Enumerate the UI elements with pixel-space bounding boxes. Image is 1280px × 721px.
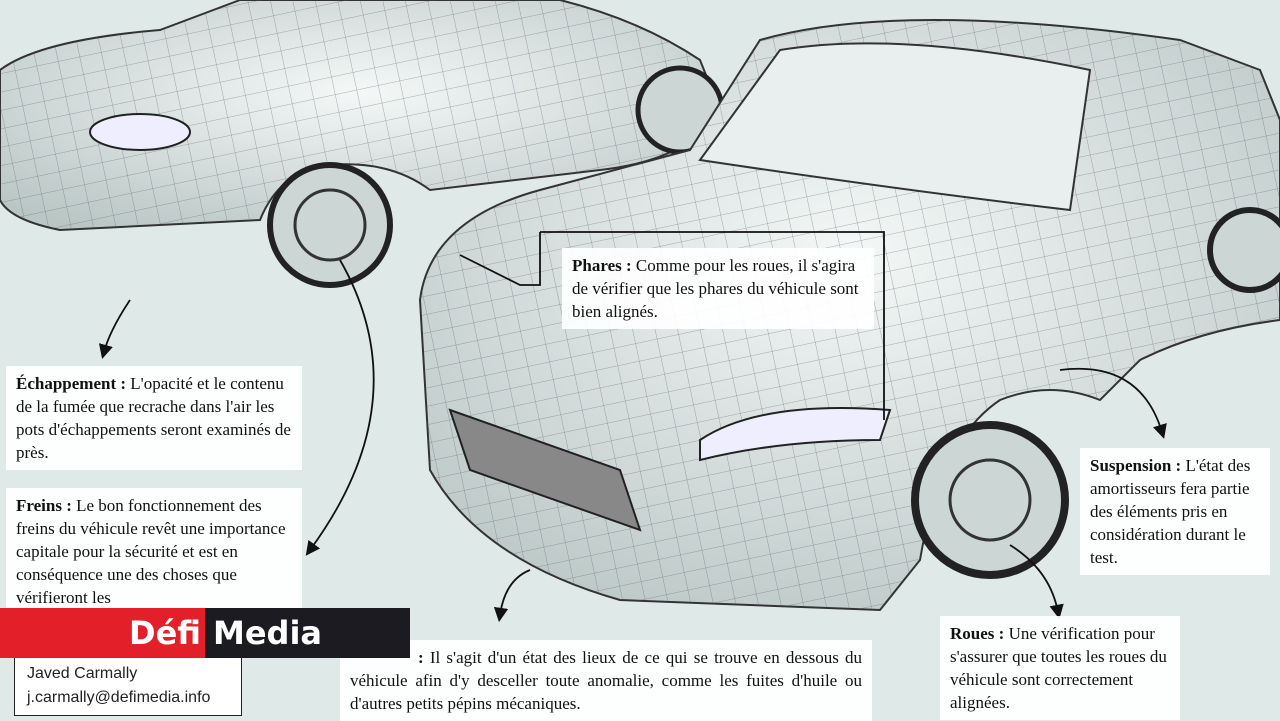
annotation-roues: Roues : Une vérification pour s'assurer … <box>940 616 1180 720</box>
annotation-title: : <box>418 648 424 667</box>
author-email[interactable]: j.carmally@defimedia.info <box>27 689 211 706</box>
defi-media-logo: Défi Media <box>0 608 410 658</box>
annotation-text: L'opacité et le contenu de la fumée que … <box>16 374 291 462</box>
annotation-text: L'état des amortisseurs fera partie des … <box>1090 456 1251 567</box>
annotation-title: Roues : <box>950 624 1005 643</box>
annotation-title: Suspension : <box>1090 456 1182 475</box>
annotation-echappement: Échappement : L'opacité et le contenu de… <box>6 366 302 470</box>
annotation-freins: Freins : Le bon fonctionnement des frein… <box>6 488 302 610</box>
logo-part2: Media <box>213 614 323 652</box>
annotation-text: Le bon fonctionnement des freins du véhi… <box>16 496 286 607</box>
annotation-text: Il s'agit d'un état des lieux de ce qui … <box>350 648 862 713</box>
annotation-text: Une vérification pour s'assurer que tout… <box>950 624 1167 712</box>
author-name: Javed Carmally <box>27 665 138 682</box>
callout-arrows <box>98 231 1167 623</box>
annotation-suspension: Suspension : L'état des amortisseurs fer… <box>1080 448 1270 575</box>
rear-car <box>0 0 725 288</box>
author-credit: Javed Carmally j.carmally@defimedia.info <box>14 658 242 716</box>
annotation-title: Échappement : <box>16 374 127 393</box>
annotation-title: Freins : <box>16 496 72 515</box>
annotation-text: Comme pour les roues, il s'agira de véri… <box>572 256 859 321</box>
annotation-phares: Phares : Comme pour les roues, il s'agir… <box>562 248 874 329</box>
annotation-chassis: : Il s'agit d'un état des lieux de ce qu… <box>340 640 872 721</box>
annotation-title: Phares : <box>572 256 632 275</box>
logo-part1: Défi <box>129 614 201 652</box>
